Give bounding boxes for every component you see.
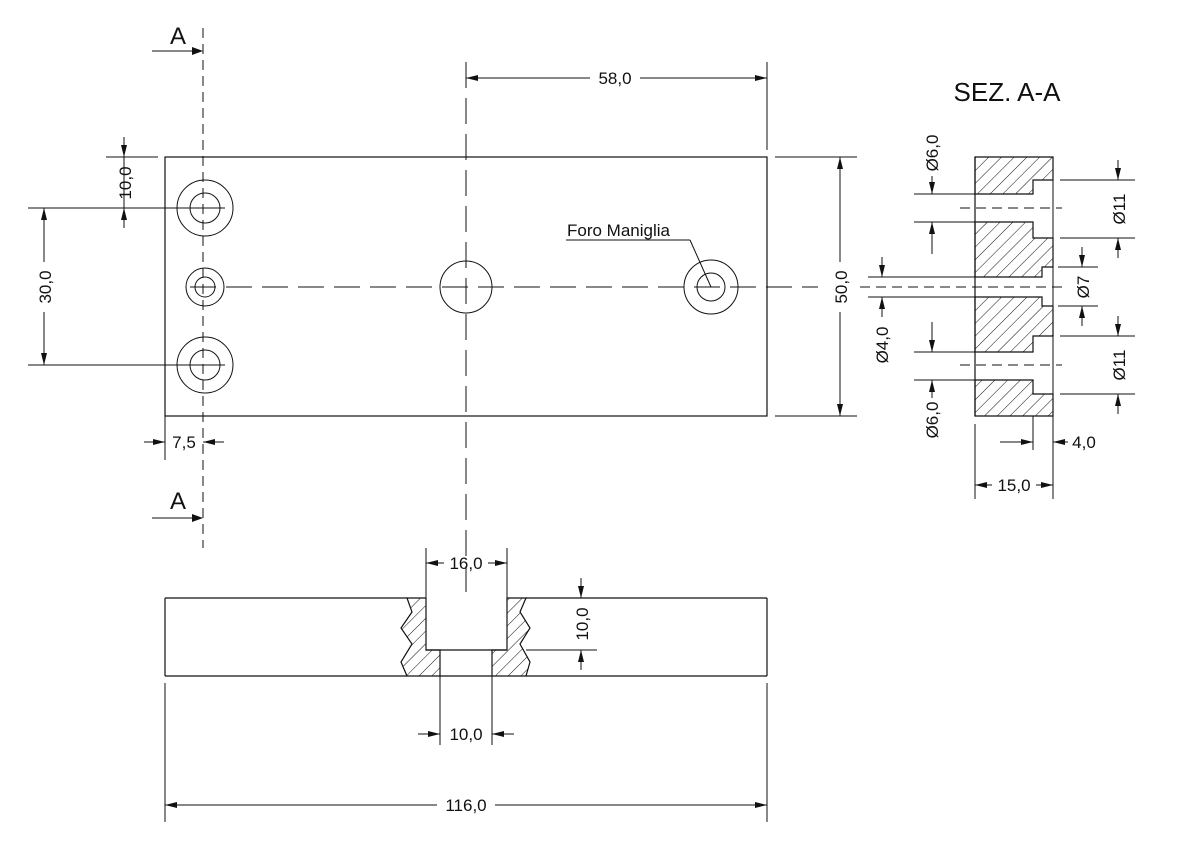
section-marker-top: A bbox=[152, 23, 203, 55]
svg-text:50,0: 50,0 bbox=[832, 270, 851, 303]
front-view: 16,0 10,0 10,0 bbox=[164, 548, 768, 822]
hole-handle bbox=[683, 259, 739, 315]
dim-116: 116,0 bbox=[164, 683, 768, 822]
svg-text:10,0: 10,0 bbox=[573, 607, 592, 640]
svg-text:A: A bbox=[170, 488, 186, 515]
svg-text:30,0: 30,0 bbox=[36, 270, 55, 303]
hole-center-left bbox=[185, 267, 225, 307]
svg-text:4,0: 4,0 bbox=[1072, 433, 1096, 452]
svg-text:Ø11: Ø11 bbox=[1110, 350, 1129, 381]
svg-text:7,5: 7,5 bbox=[172, 433, 196, 452]
svg-text:Ø7: Ø7 bbox=[1074, 276, 1093, 299]
svg-text:10,0: 10,0 bbox=[449, 725, 482, 744]
hole-bottom-left bbox=[176, 336, 234, 394]
dim-58: 58,0 bbox=[466, 62, 768, 150]
dim-phi11-top: Ø11 bbox=[1060, 160, 1135, 258]
svg-text:Foro Maniglia: Foro Maniglia bbox=[567, 221, 671, 240]
dim-15: 15,0 bbox=[974, 424, 1054, 499]
svg-text:16,0: 16,0 bbox=[449, 554, 482, 573]
dim-50: 50,0 bbox=[775, 156, 857, 417]
section-title: SEZ. A-A bbox=[954, 77, 1062, 107]
dim-phi11-bottom: Ø11 bbox=[1060, 316, 1135, 414]
top-view: A A 58,0 10,0 bbox=[28, 23, 857, 600]
dim-16: 16,0 bbox=[425, 548, 508, 598]
callout-foro-maniglia: Foro Maniglia bbox=[566, 221, 712, 288]
dim-10-left: 10,0 bbox=[106, 137, 158, 228]
dim-4: 4,0 bbox=[1000, 416, 1096, 452]
svg-text:Ø6,0: Ø6,0 bbox=[923, 135, 942, 172]
svg-text:A: A bbox=[170, 23, 186, 50]
dim-7-5: 7,5 bbox=[144, 416, 224, 460]
dim-10-vertical: 10,0 bbox=[526, 578, 597, 670]
svg-text:116,0: 116,0 bbox=[445, 796, 486, 815]
dim-10-horizontal: 10,0 bbox=[418, 676, 514, 745]
hole-center bbox=[439, 260, 493, 314]
hole-top-left bbox=[176, 179, 234, 237]
dim-phi4: Ø4,0 bbox=[868, 257, 975, 363]
svg-text:10,0: 10,0 bbox=[116, 166, 135, 199]
dim-phi7: Ø7 bbox=[1058, 247, 1098, 326]
section-marker-bottom: A bbox=[152, 488, 203, 522]
svg-text:15,0: 15,0 bbox=[997, 476, 1030, 495]
section-view: SEZ. A-A bbox=[860, 77, 1135, 499]
dim-30: 30,0 bbox=[28, 207, 185, 366]
dim-phi6-bottom: Ø6,0 bbox=[914, 322, 975, 438]
svg-text:Ø11: Ø11 bbox=[1110, 194, 1129, 225]
svg-text:Ø6,0: Ø6,0 bbox=[923, 402, 942, 439]
dim-phi6-top: Ø6,0 bbox=[914, 135, 975, 254]
svg-text:58,0: 58,0 bbox=[598, 69, 631, 88]
svg-text:Ø4,0: Ø4,0 bbox=[873, 327, 892, 364]
